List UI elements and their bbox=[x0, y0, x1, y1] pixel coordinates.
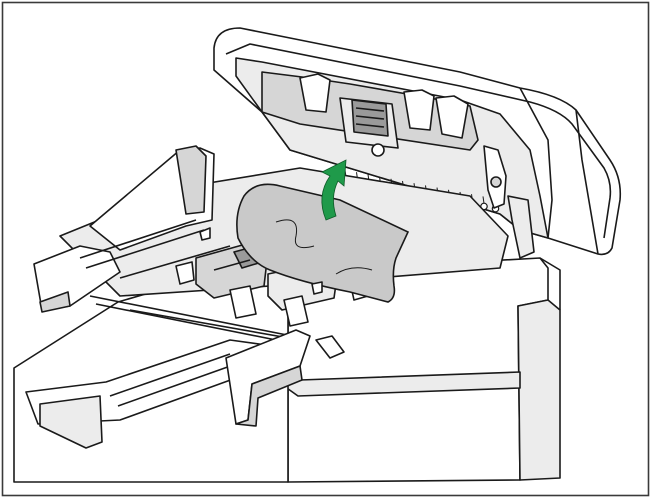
lid-roller-assembly bbox=[261, 71, 479, 157]
deck-marks bbox=[199, 227, 323, 295]
guide-hole-slot bbox=[482, 196, 485, 204]
paper-guide-right bbox=[225, 329, 345, 427]
curved-up-arrow-icon bbox=[321, 159, 347, 221]
scanner-body bbox=[283, 257, 561, 483]
jammed-paper-sheet bbox=[236, 183, 410, 303]
lid-hinge-right bbox=[483, 145, 535, 259]
